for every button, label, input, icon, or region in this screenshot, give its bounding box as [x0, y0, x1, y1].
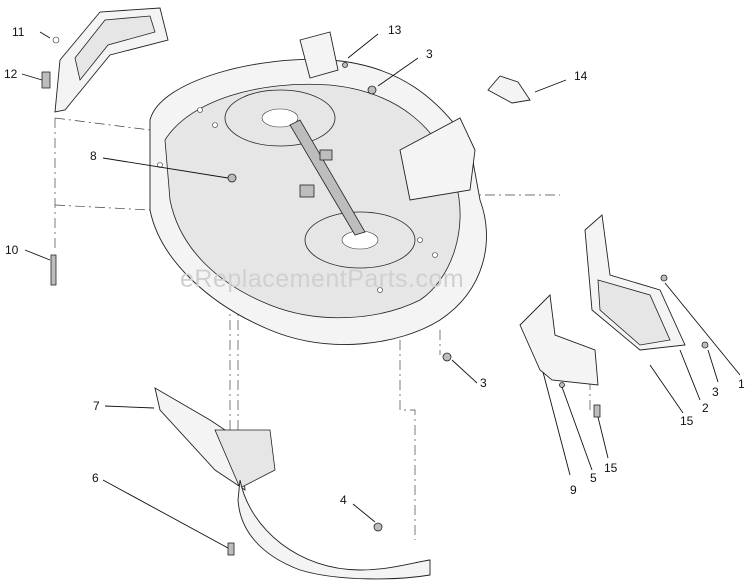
part-12-deflector-bracket [41, 7, 169, 113]
callout-12: 12 [4, 67, 18, 81]
part-2-chute-cover [584, 214, 686, 351]
part-9-chute-plate [519, 294, 599, 386]
callout-7: 7 [93, 399, 100, 413]
callout-13: 13 [388, 23, 402, 37]
watermark: eReplacementParts.com [180, 265, 464, 293]
callout-3-top: 3 [426, 47, 433, 61]
part-6-deflector-shield [237, 479, 431, 580]
callout-5: 5 [590, 471, 597, 485]
callout-2: 2 [702, 401, 709, 415]
callout-6: 6 [92, 471, 99, 485]
callout-15-right: 15 [680, 414, 694, 428]
callout-8: 8 [90, 149, 97, 163]
callout-4: 4 [340, 493, 347, 507]
part-14-clip [487, 75, 531, 104]
callout-15-bottom: 15 [604, 461, 618, 475]
callout-10: 10 [5, 243, 19, 257]
callout-11: 11 [12, 25, 25, 39]
hardware [50, 62, 709, 556]
callout-1: 1 [738, 377, 745, 391]
mower-deck-housing [149, 31, 487, 345]
callout-3-bottom: 3 [480, 376, 487, 390]
callout-9: 9 [570, 483, 577, 497]
leader-lines [21, 31, 741, 549]
callout-3-right: 3 [712, 385, 719, 399]
callout-14: 14 [574, 69, 588, 83]
callout-labels: 11 12 13 3 14 8 10 1 3 2 15 3 7 9 5 15 6… [4, 23, 745, 507]
part-7-deflector [154, 387, 276, 491]
